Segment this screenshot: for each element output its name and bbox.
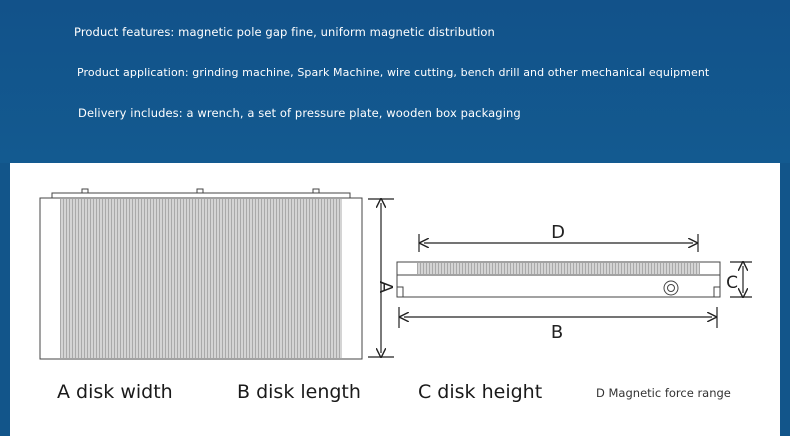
header-banner: Product features: magnetic pole gap fine… [0,0,790,163]
dimension-a [368,199,394,357]
chuck-side-view [396,261,721,298]
caption-d-magnetic-force-range: D Magnetic force range [596,386,731,400]
dimension-c [730,262,752,297]
dimension-b-label: B [551,322,563,343]
product-application-text: Product application: grinding machine, S… [77,66,710,79]
caption-a-disk-width: A disk width [57,381,173,403]
product-features-text: Product features: magnetic pole gap fine… [74,25,495,39]
chuck-top-view [39,188,363,360]
dimension-d [418,234,699,252]
caption-c-disk-height: C disk height [418,381,543,403]
delivery-includes-text: Delivery includes: a wrench, a set of pr… [78,106,521,120]
dimension-d-label: D [551,222,565,243]
dimension-a-label: A [375,281,396,294]
dimension-b [398,307,718,328]
caption-b-disk-length: B disk length [237,381,361,403]
dimension-c-label: C [726,273,738,293]
